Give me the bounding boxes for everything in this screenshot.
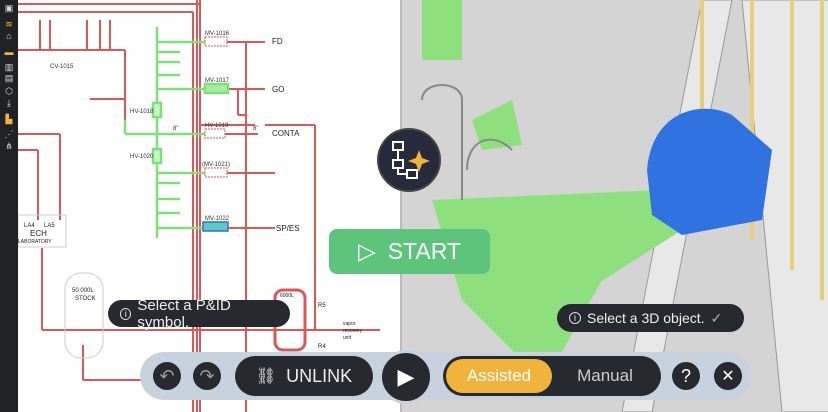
play-icon: ▶	[397, 364, 415, 389]
scene-tooltip: i Select a 3D object. ✓	[557, 304, 744, 332]
unlink-icon: ⛓	[255, 368, 277, 385]
label-laboratory: LABORATORY	[18, 239, 52, 245]
label-cv1015[interactable]: CV-1015	[50, 64, 74, 70]
download-icon[interactable]: ⤓	[7, 98, 11, 108]
label-go[interactable]: GO	[272, 85, 284, 94]
cube-icon[interactable]: ⬡	[5, 86, 13, 96]
label-tank: 6000L	[280, 293, 294, 299]
label-vapor: vapor	[343, 321, 356, 327]
label-la4: LA4	[24, 223, 35, 229]
undo-button[interactable]: ↶	[150, 359, 184, 393]
pid-diagram[interactable]: CV-1015 HV-1018 HV-1020 MV-1016 MV-1017 …	[18, 0, 400, 412]
label-mv1021[interactable]: (MV-1021)	[202, 162, 230, 168]
label-conta[interactable]: CONTA	[272, 129, 300, 138]
pid-tooltip: i Select a P&ID symbol.	[108, 297, 290, 331]
label-unit: unit	[343, 335, 352, 341]
start-label: START	[387, 238, 461, 264]
hierarchy-icon[interactable]: ⋔	[5, 141, 13, 151]
label-recovery: recovery	[343, 328, 363, 334]
label-stock-capacity: 50 000L	[72, 288, 94, 294]
label-hv1018[interactable]: HV-1018	[130, 109, 154, 115]
label-la5: LA5	[44, 223, 55, 229]
label-r5[interactable]: R5	[318, 303, 326, 309]
unlink-button[interactable]: ⛓ UNLINK	[235, 356, 373, 396]
pid-tooltip-text: Select a P&ID symbol.	[137, 296, 231, 331]
label-r4[interactable]: R4	[318, 344, 326, 350]
info-icon: i	[569, 312, 581, 324]
unlink-label: UNLINK	[286, 365, 353, 386]
folder-icon[interactable]: ▣	[4, 3, 14, 13]
sidebar: ▣ ≋ ⌂ ▬ ▥ ▤ ⬡ ⤓ ▙ ⋰ ⋔	[0, 0, 18, 412]
comment-icon[interactable]: ▤	[4, 73, 14, 83]
ai-flow-icon	[377, 128, 441, 192]
chart-icon[interactable]: ▥	[4, 62, 14, 72]
help-icon: ?	[680, 365, 691, 386]
redo-icon: ↷	[199, 365, 215, 386]
layers-icon[interactable]: ≋	[5, 19, 13, 29]
close-button[interactable]: ✕	[711, 359, 745, 393]
mode-manual[interactable]: Manual	[577, 366, 633, 385]
label-hv1020[interactable]: HV-1020	[130, 154, 154, 160]
label-mv1022[interactable]: MV-1022	[205, 216, 230, 222]
toolbox-icon[interactable]: ▬	[4, 47, 14, 57]
label-stock: STOCK	[75, 296, 96, 302]
label-mv1016[interactable]: MV-1016	[205, 31, 230, 37]
check-icon: ✓	[710, 309, 723, 326]
factory-icon[interactable]: ▙	[5, 114, 13, 124]
mode-toggle[interactable]: Assisted Manual	[443, 356, 661, 396]
route-icon[interactable]: ⋰	[4, 129, 14, 139]
pipe-size-label: 8"	[173, 126, 178, 132]
mode-assisted[interactable]: Assisted	[446, 359, 552, 393]
label-fd[interactable]: FD	[272, 37, 283, 46]
play-button[interactable]: ▶	[379, 350, 433, 404]
building-icon[interactable]: ⌂	[6, 31, 12, 41]
label-mv1017[interactable]: MV-1017	[205, 78, 230, 84]
help-button[interactable]: ?	[669, 359, 703, 393]
close-icon: ✕	[721, 368, 735, 385]
label-ech: ECH	[30, 229, 47, 238]
3d-viewer[interactable]	[400, 0, 828, 412]
label-hv1019[interactable]: HV-1019	[205, 123, 229, 129]
undo-icon: ↶	[159, 365, 175, 386]
label-spes[interactable]: SP/ES	[276, 224, 300, 233]
pipe-size-label: 8"	[253, 126, 258, 132]
info-icon: i	[120, 307, 132, 320]
play-outline-icon: ▷	[358, 238, 376, 264]
start-button[interactable]: ▷ START	[329, 229, 490, 274]
redo-button[interactable]: ↷	[190, 359, 224, 393]
scene-tooltip-text: Select a 3D object.	[587, 310, 705, 326]
